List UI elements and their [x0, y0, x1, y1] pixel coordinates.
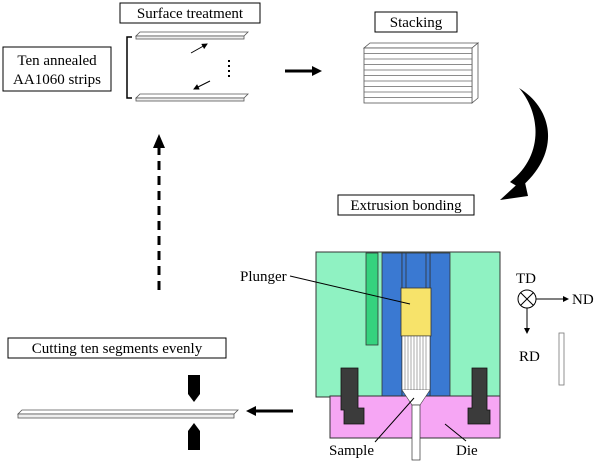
extruded-rod: [558, 332, 565, 386]
cutting-label: Cutting ten segments evenly: [32, 341, 203, 357]
die-label: Die: [456, 443, 478, 459]
arrow-to-cutting: [246, 406, 293, 416]
stacking-label: Stacking: [390, 15, 443, 31]
rd-label: RD: [519, 349, 540, 365]
plunger: [400, 287, 432, 337]
die-holder-left: [340, 367, 365, 425]
long-strip: [17, 409, 239, 419]
extrusion-bonding-box: Extrusion bonding: [337, 194, 475, 216]
bore-left-wall: [381, 252, 403, 399]
pentagon-punch-icon: [188, 375, 200, 450]
sample-leader: [374, 397, 415, 443]
stacking-box: Stacking: [374, 11, 458, 33]
strip-top: [135, 31, 249, 40]
plunger-label: Plunger: [240, 269, 287, 285]
arrow-to-stacking: [285, 66, 322, 76]
ten-annealed-strips-box: Ten annealed AA1060 strips: [2, 46, 112, 92]
ten-annealed-label-line2: AA1060 strips: [13, 72, 101, 88]
coordinate-system: TD ND RD: [516, 271, 594, 386]
nd-label: ND: [572, 292, 594, 308]
extruded-sample: [411, 404, 421, 461]
stacked-strips: [362, 42, 480, 104]
strip-bottom: [135, 93, 249, 102]
die-holder-right: [467, 367, 491, 425]
bore-right-wall: [429, 252, 451, 399]
curved-arrow-to-extrusion: [500, 88, 549, 200]
extrusion-apparatus: [315, 251, 501, 461]
ten-annealed-label-line1: Ten annealed: [17, 53, 97, 69]
treatment-arrow-down: [193, 80, 211, 90]
container-slot: [365, 252, 379, 346]
treatment-arrow-up: [190, 43, 208, 54]
die-leader: [444, 423, 467, 442]
sample-stack: [401, 335, 431, 391]
strips-bracket: [126, 36, 132, 99]
surface-treatment-label: Surface treatment: [137, 6, 244, 22]
plunger-leader: [289, 275, 411, 305]
dashed-return-arrow: [153, 134, 165, 290]
cutting-box: Cutting ten segments evenly: [7, 337, 227, 359]
td-label: TD: [516, 271, 536, 287]
cross-in-circle-icon: [517, 289, 537, 309]
more-strips-dots: [228, 60, 230, 77]
sample-label: Sample: [329, 443, 374, 459]
surface-treatment-box: Surface treatment: [119, 2, 261, 24]
extrusion-bonding-label: Extrusion bonding: [350, 198, 462, 214]
